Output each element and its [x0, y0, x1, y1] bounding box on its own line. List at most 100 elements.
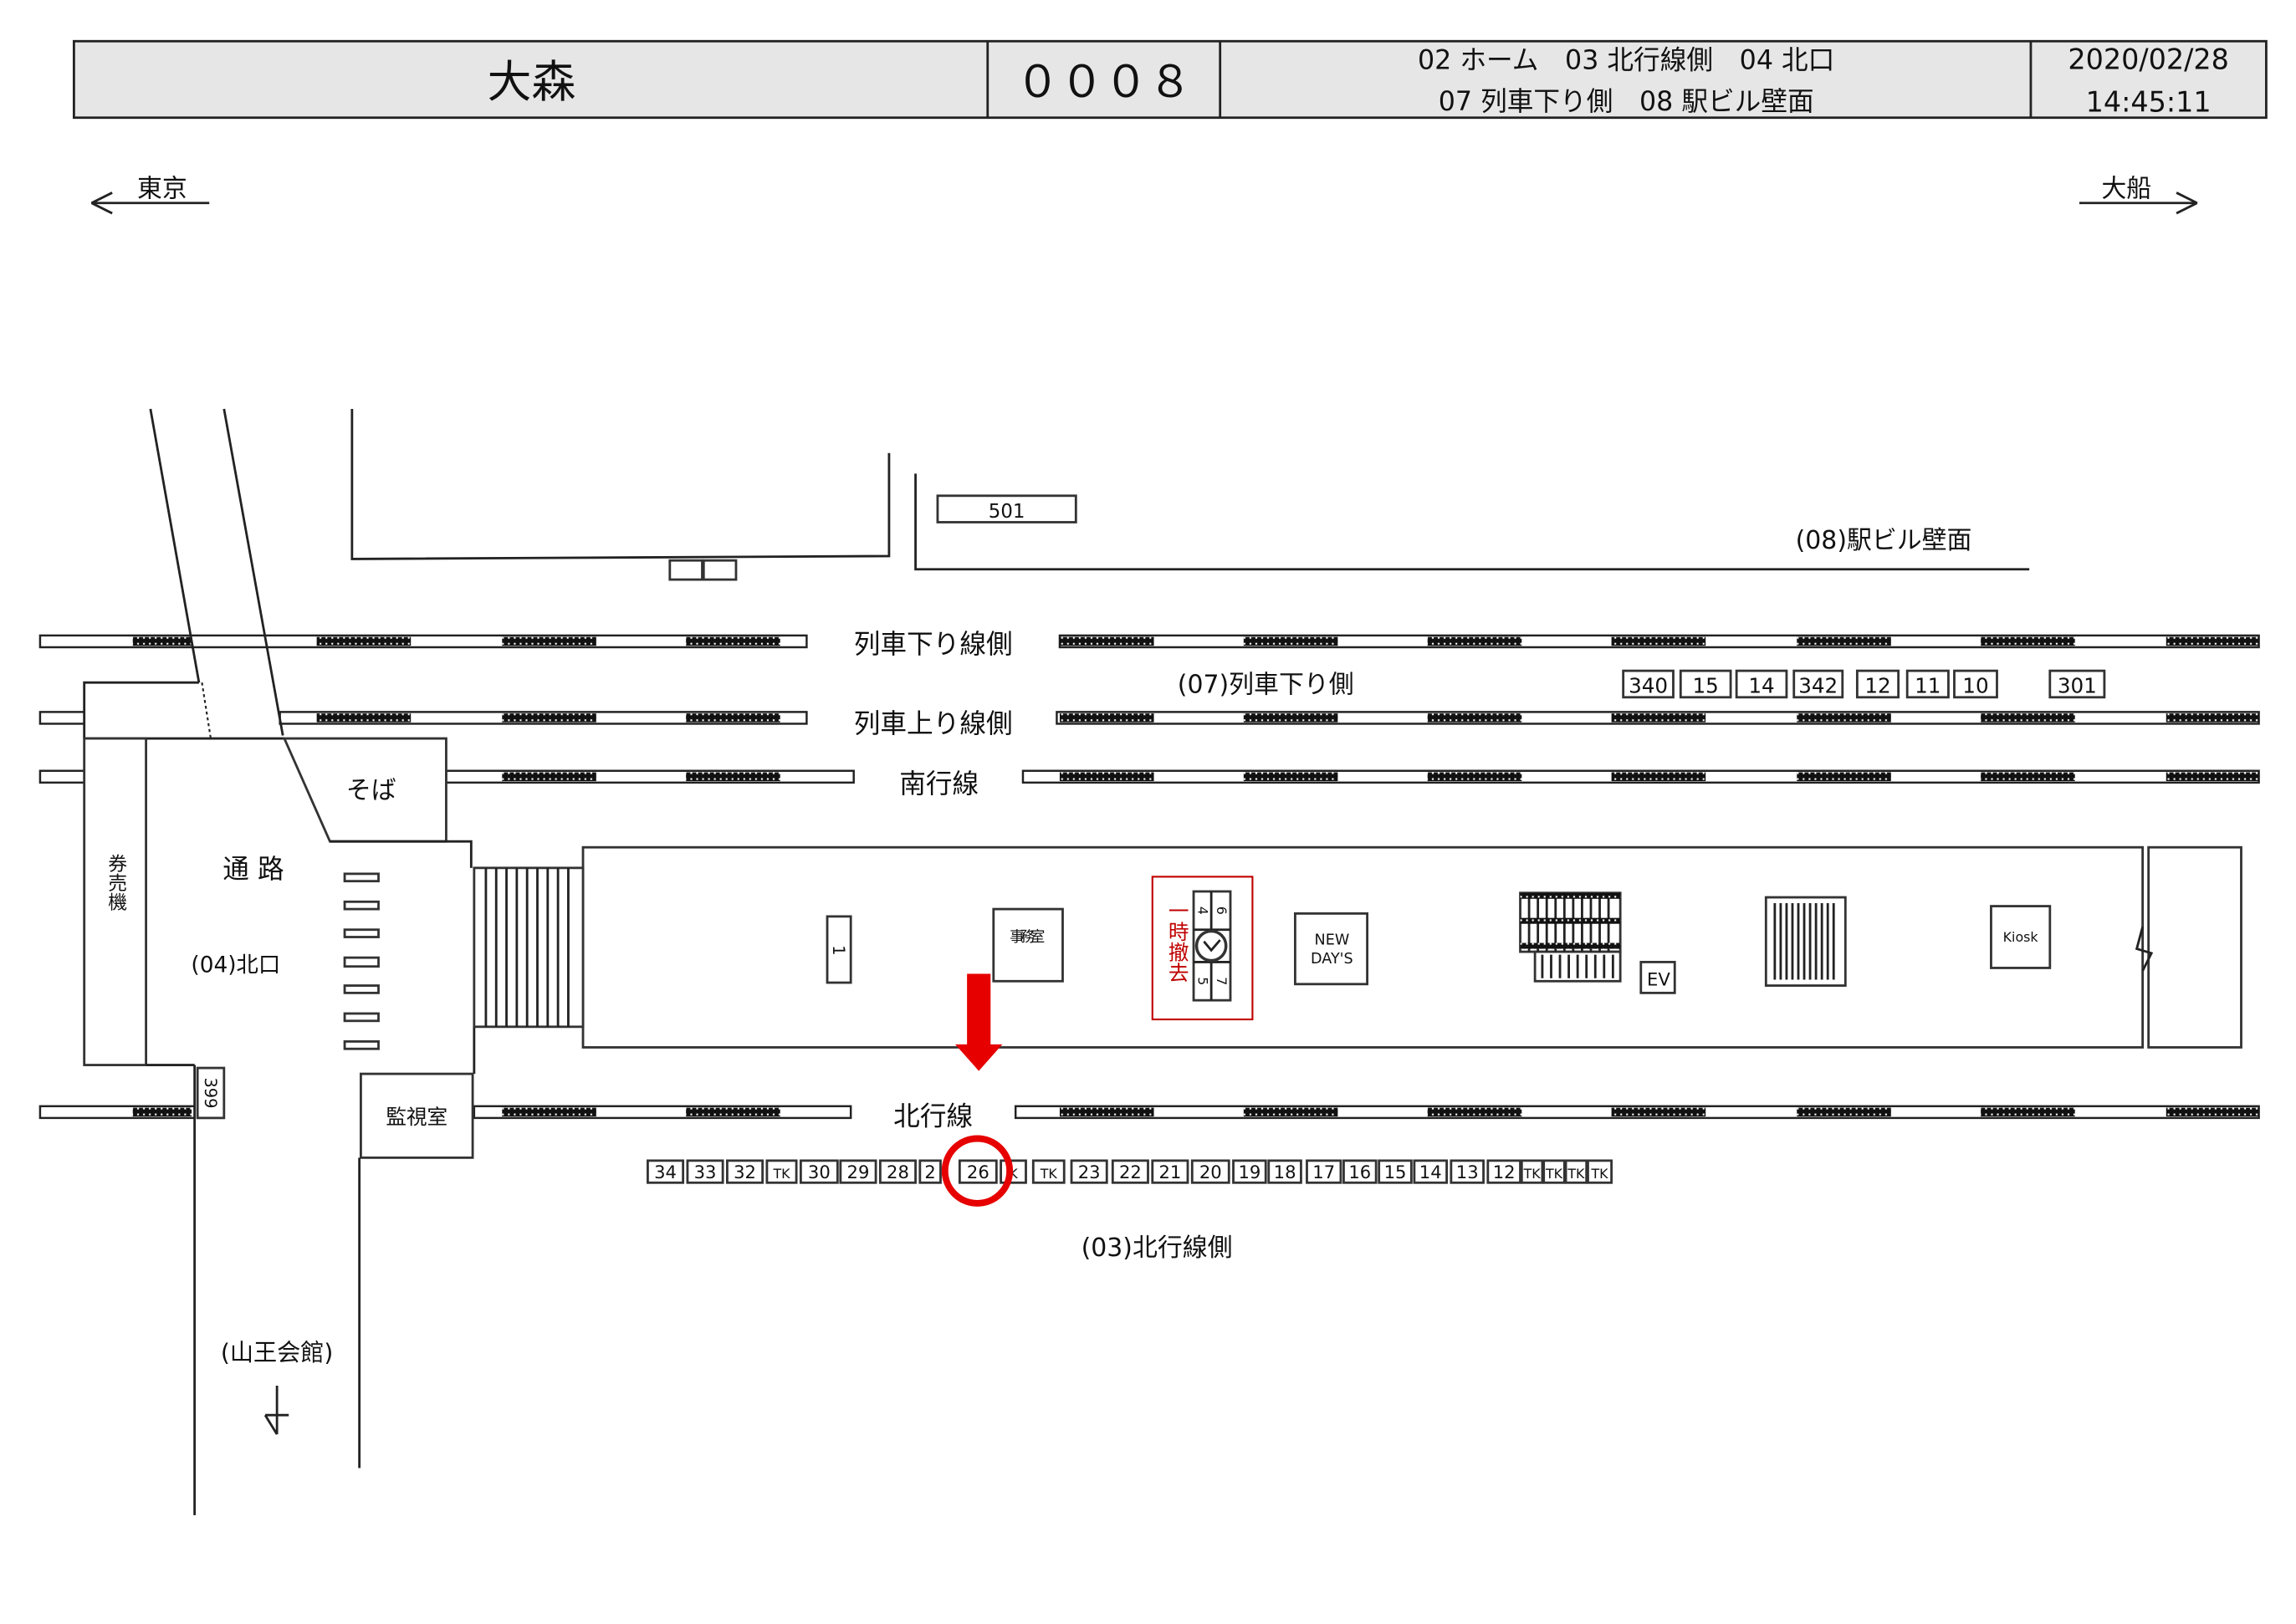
highlight-circle [941, 1135, 1014, 1207]
stairs-left [473, 866, 585, 1029]
svg-text:東京: 東京 [137, 175, 187, 204]
svg-text:5: 5 [1194, 977, 1210, 985]
rail-hatch [2166, 1107, 2259, 1117]
sign-number: 15 [1384, 1162, 1407, 1182]
label-ticket-machine: 券売機 [105, 854, 127, 912]
gate-stripes [343, 872, 380, 1050]
rail-hatch [316, 636, 412, 646]
sign-399 [196, 1066, 226, 1120]
label-temp-removed: 一時撤去 [1165, 901, 1189, 983]
station-name: 大森 [488, 57, 576, 108]
sign-number: 17 [1312, 1162, 1335, 1182]
rail-hatch [2166, 713, 2259, 723]
elevator [1639, 961, 1676, 994]
sign-box [1342, 1159, 1378, 1184]
header-bar: 大森 ０００８ 02 ホーム 03 北行線側 04 北口 07 列車下り側 08… [72, 39, 2268, 120]
rail-hatch [686, 1107, 780, 1117]
rail-hatch [1611, 636, 1706, 646]
sign-box [726, 1159, 764, 1184]
rail [38, 634, 808, 649]
sign-box [1520, 1159, 1544, 1184]
svg-text:大船: 大船 [2101, 175, 2151, 204]
temporarily-removed-area: 一時撤去 4 6 5 7 [1151, 876, 1254, 1021]
ticket-machine [83, 737, 147, 1066]
sign-box-highlighted [958, 1159, 998, 1184]
sign-box [686, 1159, 724, 1184]
sign-box [1679, 669, 1732, 699]
sign-box [1542, 1159, 1566, 1184]
sign-box [765, 1159, 798, 1184]
rail-hatch [1243, 713, 1338, 723]
label-northbound: 北行線 [893, 1102, 973, 1132]
rail-hatch [686, 713, 780, 723]
rail-hatch [2166, 636, 2259, 646]
monitor-room [359, 1072, 474, 1159]
sign-number: 23 [1078, 1162, 1101, 1182]
svg-text:399: 399 [201, 1078, 220, 1109]
svg-text:4: 4 [1194, 906, 1210, 915]
sign-number: K [1009, 1166, 1018, 1182]
rail-hatch [1059, 772, 1154, 782]
sign-box [1378, 1159, 1413, 1184]
rail-hatch [2166, 772, 2259, 782]
newdays-shop [1293, 912, 1369, 986]
sign-box [1031, 1159, 1066, 1184]
escalator-band [1520, 917, 1621, 924]
label-north-exit: (04)北口 [191, 953, 280, 978]
sign-number: 30 [808, 1162, 831, 1182]
rail-hatch [1797, 772, 1891, 782]
office [992, 907, 1064, 983]
sign-number: 342 [1798, 674, 1838, 698]
sign-box [1486, 1159, 1521, 1184]
rail-hatch [1243, 636, 1338, 646]
label-soba: そば [346, 776, 396, 805]
rail-hatch [502, 1107, 596, 1117]
sign-number: 19 [1238, 1162, 1260, 1182]
sign-number: 14 [1419, 1162, 1442, 1182]
rail-hatch [502, 772, 596, 782]
label-office: 事務室 [1010, 929, 1045, 946]
sign-number: TK [1545, 1166, 1563, 1182]
svg-text:1: 1 [829, 945, 848, 955]
sign-box [1267, 1159, 1302, 1184]
sign-number: TK [1040, 1166, 1058, 1182]
sign-box [647, 1159, 685, 1184]
rail-hatch [1797, 713, 1891, 723]
sign-number: 11 [1915, 674, 1941, 698]
rail-hatch [1427, 713, 1522, 723]
sign-number: 15 [1693, 674, 1719, 698]
sign-box [1564, 1159, 1588, 1184]
rail-hatch [1059, 713, 1154, 723]
sign-number: 33 [694, 1162, 717, 1182]
sign-number: 12 [1864, 674, 1890, 698]
rail-hatch [1797, 1107, 1891, 1117]
sign-box [1306, 1159, 1342, 1184]
sign-box [1151, 1159, 1189, 1184]
rail-hatch [1059, 1107, 1154, 1117]
sign-box [1413, 1159, 1448, 1184]
rail-hatch [1611, 772, 1706, 782]
label-sanno-hall: (山王会館) [221, 1339, 333, 1366]
sign-number: 20 [1199, 1162, 1222, 1182]
stairs-right [1764, 896, 1847, 987]
rail-hatch [1243, 1107, 1338, 1117]
date: 2020/02/28 [2068, 43, 2229, 76]
rail-hatch [686, 772, 780, 782]
sign-number: 34 [654, 1162, 677, 1182]
rail-hatch [502, 636, 596, 646]
rail [38, 711, 85, 725]
sign-number: 2 [924, 1162, 935, 1182]
sign-box [1070, 1159, 1108, 1184]
escalator-band [1520, 892, 1621, 899]
svg-text:7: 7 [1214, 977, 1230, 985]
sign-number: TK [1523, 1166, 1542, 1182]
svg-text:6: 6 [1214, 906, 1230, 915]
break-mark [2135, 926, 2154, 972]
sign-box [918, 1159, 942, 1184]
kiosk-shop [1990, 905, 2052, 969]
sign-number: TK [1590, 1166, 1608, 1182]
rail [38, 769, 85, 784]
red-down-arrow-icon [955, 973, 1003, 1071]
